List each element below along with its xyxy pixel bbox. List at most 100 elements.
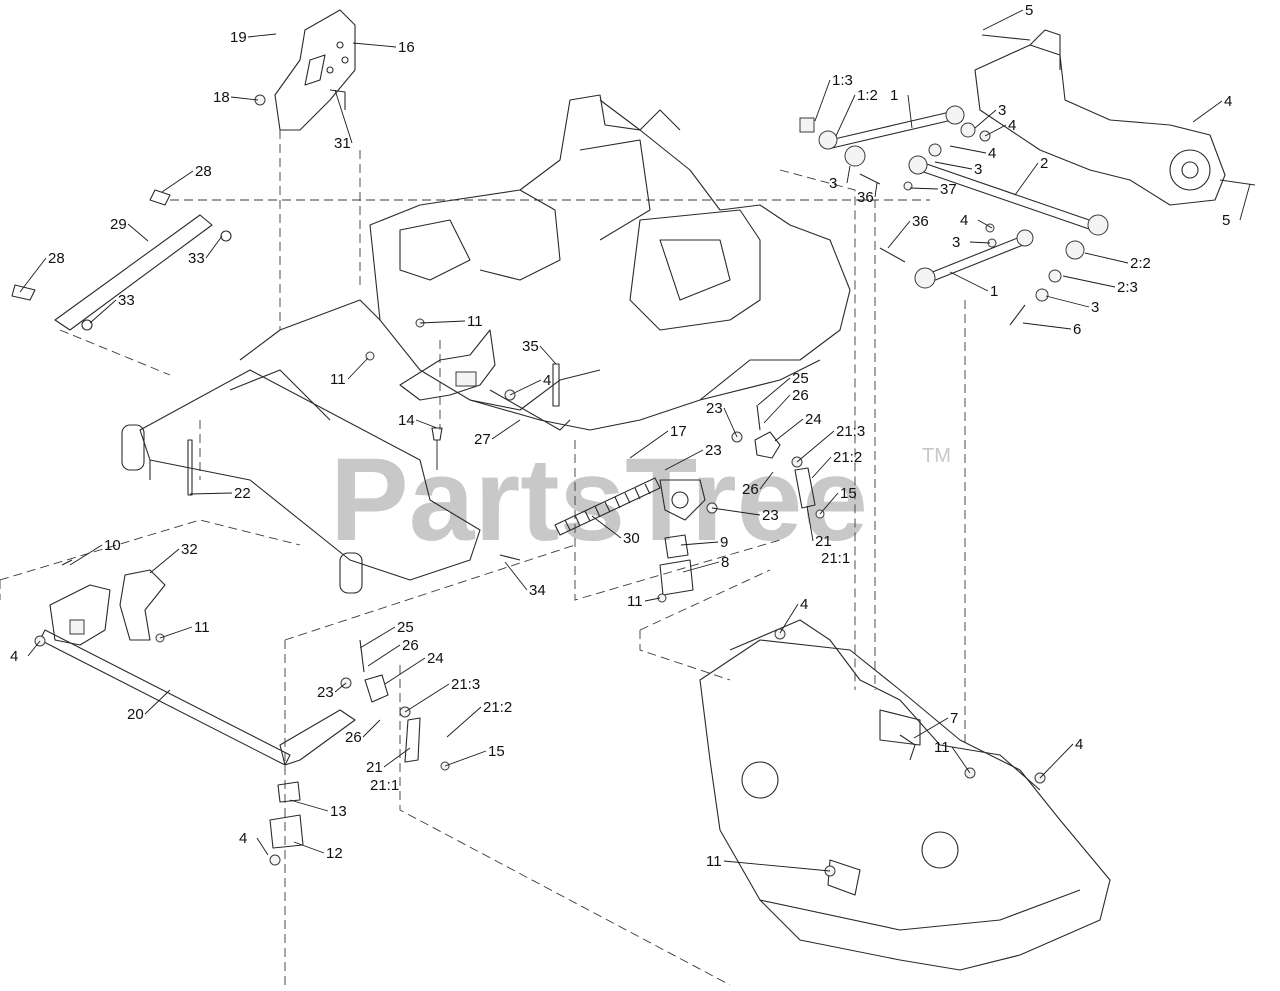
callout-number: 4 xyxy=(1075,736,1083,753)
callout-c-3e: 3 xyxy=(1045,295,1099,316)
callout-c-16: 16 xyxy=(352,39,415,56)
callout-number: 23 xyxy=(317,684,334,701)
callout-number: 17 xyxy=(670,423,687,440)
callout-c-3a: 3 xyxy=(974,102,1006,129)
leader-line xyxy=(256,837,269,856)
callout-number: 25 xyxy=(397,619,414,636)
callout-number: 23 xyxy=(706,400,723,417)
callout-number: 21:1 xyxy=(370,777,399,794)
leader-line xyxy=(69,544,103,566)
callout-c-23a: 23 xyxy=(664,442,722,471)
callout-c-21-3a: 21:3 xyxy=(796,423,865,463)
callout-c-24a: 24 xyxy=(774,411,822,442)
leader-line xyxy=(779,603,799,634)
callout-number: 5 xyxy=(1222,212,1230,229)
main-frame xyxy=(239,94,851,431)
callout-number: 19 xyxy=(230,29,247,46)
callout-number: 23 xyxy=(705,442,722,459)
leader-line xyxy=(969,241,991,244)
callout-number: 33 xyxy=(188,250,205,267)
callout-number: 22 xyxy=(234,485,251,502)
callout-number: 4 xyxy=(988,145,996,162)
leader-line xyxy=(359,626,396,649)
leader-line xyxy=(1239,183,1251,221)
callout-number: 21 xyxy=(366,759,383,776)
leader-line xyxy=(984,124,1007,137)
callout-number: 3 xyxy=(829,175,837,192)
leader-line xyxy=(757,377,791,406)
callout-number: 8 xyxy=(721,554,729,571)
callout-c-36b: 36 xyxy=(887,213,929,249)
callout-c-36a: 36 xyxy=(857,182,878,206)
callout-c-4h: 4 xyxy=(779,596,808,634)
callout-number: 24 xyxy=(805,411,822,428)
callout-number: 9 xyxy=(720,534,728,551)
callout-c-21a: 21 xyxy=(806,505,832,550)
callout-number: 29 xyxy=(110,216,127,233)
leader-line xyxy=(419,320,466,324)
callout-number: 10 xyxy=(104,537,121,554)
callout-c-15b: 15 xyxy=(444,743,505,767)
callout-c-4i: 4 xyxy=(1039,736,1083,779)
leader-line xyxy=(293,841,325,854)
leader-line xyxy=(909,187,939,190)
callout-number: 21 xyxy=(815,533,832,550)
callout-c-2-3: 2:3 xyxy=(1062,275,1138,296)
linkage-lower-left xyxy=(279,639,450,771)
leader-line xyxy=(874,182,878,198)
callout-number: 1:3 xyxy=(832,72,853,89)
callout-labels: 1916183128293328331111354142722172323252… xyxy=(10,2,1251,872)
lift-link-29 xyxy=(11,189,232,331)
callout-number: 15 xyxy=(488,743,505,760)
leader-line xyxy=(629,430,669,459)
callout-c-21-1b: 21:1 xyxy=(370,777,399,794)
callout-number: 1 xyxy=(890,87,898,104)
callout-c-11b: 11 xyxy=(330,357,369,388)
leader-line xyxy=(446,706,482,738)
callout-c-14: 14 xyxy=(398,412,438,429)
callout-number: 36 xyxy=(912,213,929,230)
leader-line xyxy=(1022,322,1072,330)
callout-c-3d: 3 xyxy=(952,234,991,251)
leader-line xyxy=(159,626,193,639)
callout-c-11d: 11 xyxy=(159,619,210,639)
leader-line xyxy=(913,717,949,739)
callout-c-35: 35 xyxy=(522,338,557,365)
callout-c-11a: 11 xyxy=(419,313,483,330)
leader-line xyxy=(161,170,194,193)
callout-c-9: 9 xyxy=(680,534,728,551)
leader-line xyxy=(404,683,450,713)
callout-number: 21:2 xyxy=(483,699,512,716)
leader-line xyxy=(974,109,997,129)
callout-number: 13 xyxy=(330,803,347,820)
callout-c-34: 34 xyxy=(504,561,546,599)
callout-number: 1:2 xyxy=(857,87,878,104)
callout-number: 20 xyxy=(127,706,144,723)
callout-c-21-3b: 21:3 xyxy=(404,676,480,713)
leader-line xyxy=(680,541,719,546)
callout-number: 16 xyxy=(398,39,415,56)
leader-line xyxy=(334,89,353,144)
callout-number: 4 xyxy=(960,212,968,229)
callout-number: 4 xyxy=(800,596,808,613)
callout-number: 3 xyxy=(974,161,982,178)
callout-c-7: 7 xyxy=(913,710,958,739)
callout-number: 2 xyxy=(1040,155,1048,172)
callout-c-30: 30 xyxy=(591,515,640,547)
callout-c-29: 29 xyxy=(110,216,149,242)
leader-line xyxy=(796,430,835,463)
callout-c-26c: 26 xyxy=(367,637,419,667)
leader-line xyxy=(1045,295,1090,308)
callout-c-27: 27 xyxy=(474,419,521,448)
leader-line xyxy=(205,235,223,259)
callout-c-4e: 4 xyxy=(1192,93,1232,123)
callout-c-21b: 21 xyxy=(366,747,411,776)
leader-line xyxy=(27,640,41,657)
callout-c-4d: 4 xyxy=(984,117,1016,137)
leader-line xyxy=(352,42,397,48)
callout-c-12: 12 xyxy=(293,841,343,862)
leader-line xyxy=(949,145,987,154)
callout-number: 4 xyxy=(10,648,18,665)
leader-line xyxy=(89,299,117,324)
